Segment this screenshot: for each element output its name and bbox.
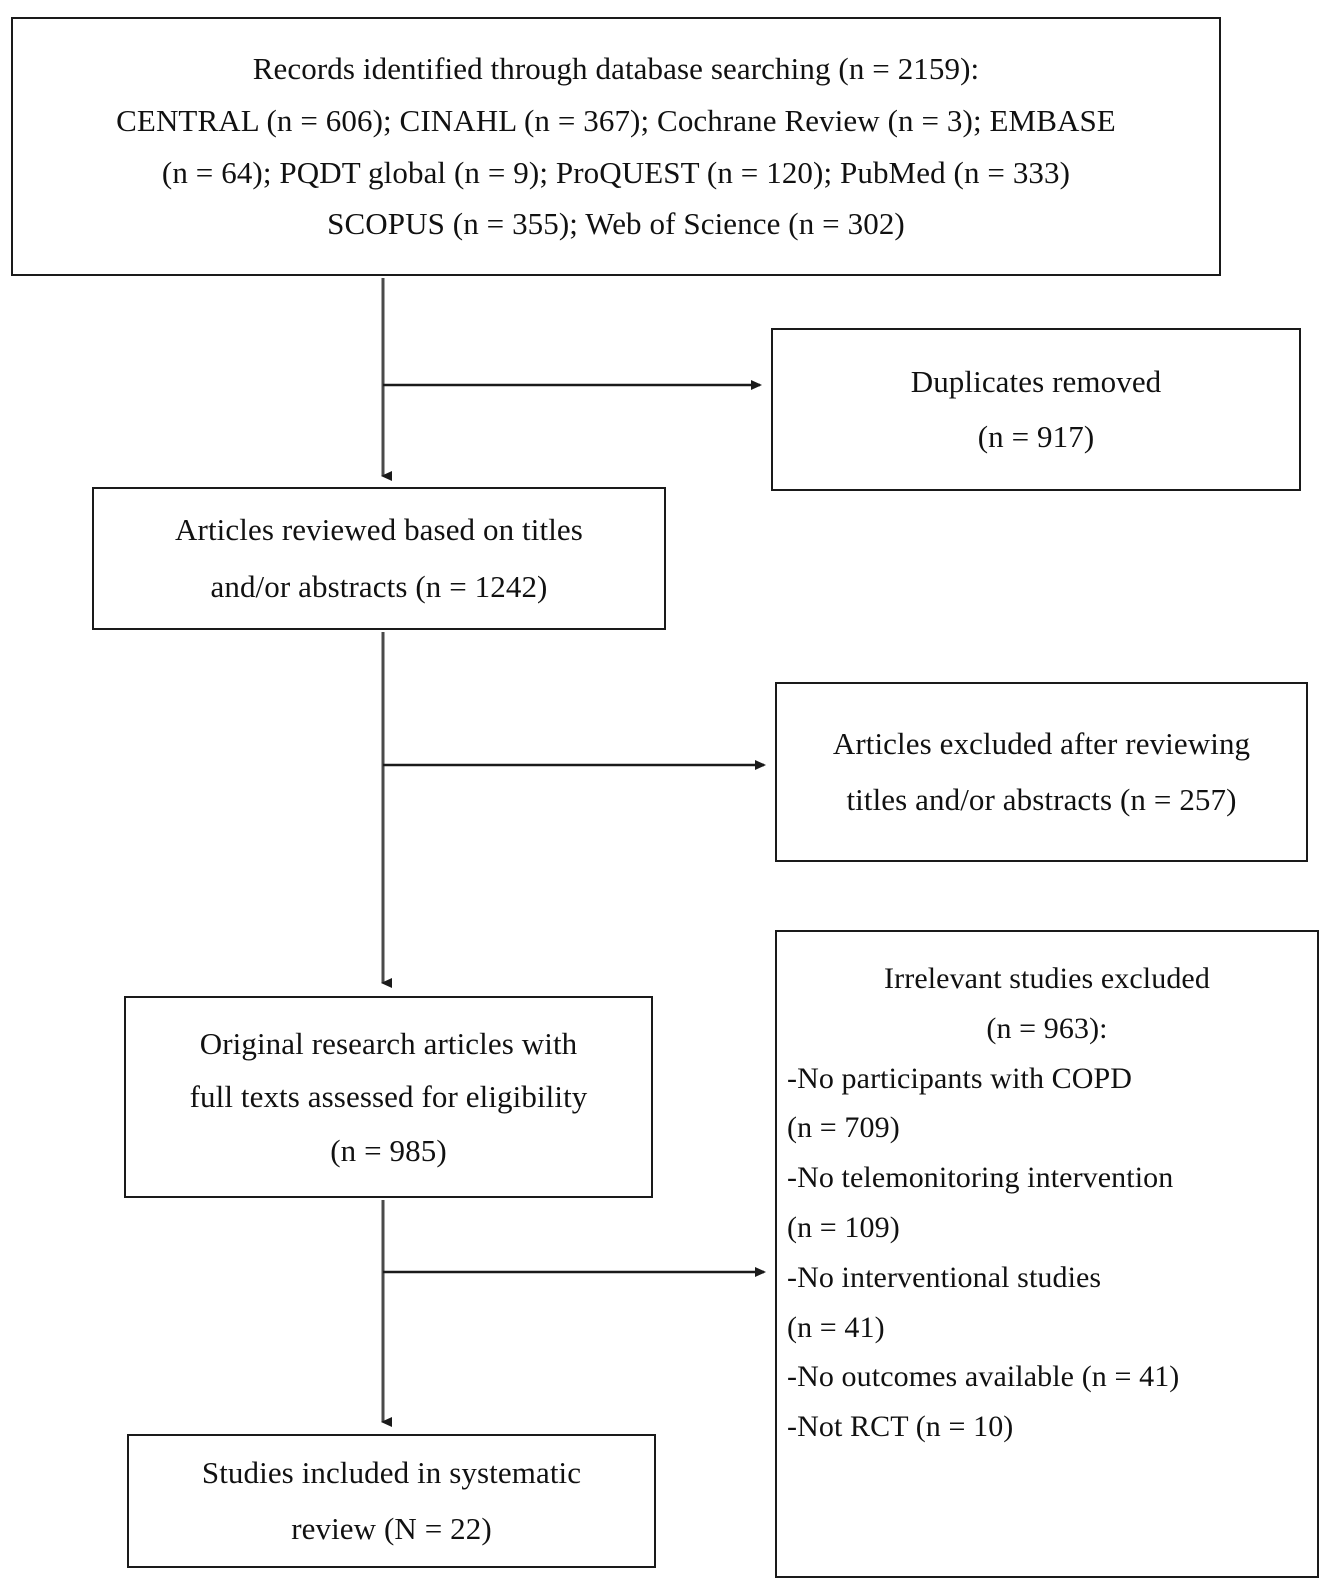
included-line-1: Studies included in systematic <box>201 1454 582 1490</box>
box-articles-excluded: Articles excluded after reviewing titles… <box>775 682 1308 862</box>
fulltext-line-2: full texts assessed for eligibility <box>189 1079 588 1115</box>
irrelevant-reason-1-count: (n = 709) <box>787 1111 900 1145</box>
duplicates-line-2: (n = 917) <box>977 418 1095 454</box>
box-irrelevant-excluded: Irrelevant studies excluded (n = 963): -… <box>775 930 1319 1578</box>
records-line-2: CENTRAL (n = 606); CINAHL (n = 367); Coc… <box>116 102 1116 138</box>
fulltext-line-3: (n = 985) <box>330 1132 447 1168</box>
irrelevant-reason-3: -No interventional studies <box>787 1260 1102 1294</box>
box-articles-reviewed: Articles reviewed based on titles and/or… <box>92 487 666 630</box>
irrelevant-heading-2: (n = 963): <box>986 1011 1108 1045</box>
reviewed-line-1: Articles reviewed based on titles <box>175 512 583 548</box>
fulltext-line-1: Original research articles with <box>199 1026 578 1062</box>
box-records-identified: Records identified through database sear… <box>11 17 1221 276</box>
irrelevant-reason-2: -No telemonitoring intervention <box>787 1161 1174 1195</box>
box-duplicates-removed: Duplicates removed (n = 917) <box>771 328 1301 491</box>
irrelevant-reason-3-count: (n = 41) <box>787 1310 885 1344</box>
irrelevant-reason-2-count: (n = 109) <box>787 1210 900 1244</box>
box-studies-included: Studies included in systematic review (N… <box>127 1434 656 1568</box>
irrelevant-heading-1: Irrelevant studies excluded <box>884 962 1210 995</box>
irrelevant-reason-1: -No participants with COPD <box>787 1061 1133 1095</box>
excluded-line-1: Articles excluded after reviewing <box>832 725 1251 761</box>
irrelevant-reason-4: -No outcomes available (n = 41) <box>787 1360 1180 1394</box>
records-line-1: Records identified through database sear… <box>252 50 980 86</box>
irrelevant-reason-5: -Not RCT (n = 10) <box>787 1410 1014 1444</box>
excluded-line-2: titles and/or abstracts (n = 257) <box>846 782 1237 817</box>
reviewed-line-2: and/or abstracts (n = 1242) <box>210 568 548 604</box>
box-full-texts-assessed: Original research articles with full tex… <box>124 996 653 1198</box>
duplicates-line-1: Duplicates removed <box>910 364 1162 400</box>
records-line-3: (n = 64); PQDT global (n = 9); ProQUEST … <box>161 154 1071 190</box>
included-line-2: review (N = 22) <box>291 1511 492 1546</box>
records-line-4: SCOPUS (n = 355); Web of Science (n = 30… <box>327 206 905 242</box>
